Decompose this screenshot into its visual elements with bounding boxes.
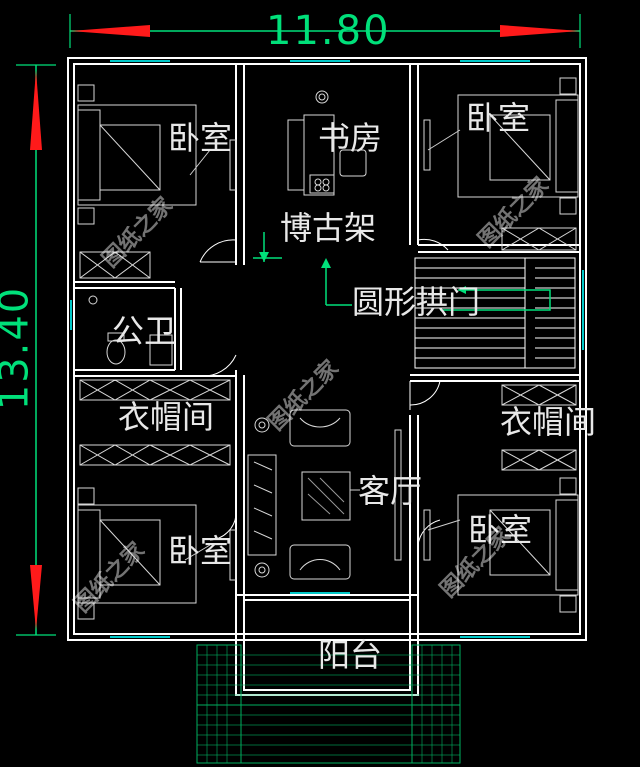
room-label-balcony: 阳台 [318, 636, 383, 674]
staircase [414, 257, 576, 369]
cloakroom-left-shelves [79, 379, 231, 466]
leader-lines [184, 129, 461, 561]
width-dimension-label: 11.80 [266, 8, 391, 54]
display-shelf-markers [253, 232, 352, 306]
cloakroom-right-shelves [501, 384, 577, 471]
bed-bottom-right [423, 477, 579, 613]
room-label-bedroom-top-right: 卧室 [466, 99, 531, 137]
wardrobe-top-left [79, 251, 151, 279]
dimension-horizontal [69, 14, 581, 48]
dimension-vertical [16, 64, 56, 636]
study-furniture [287, 90, 367, 196]
bed-top-left [77, 84, 237, 225]
arrow-right-icon [500, 25, 580, 37]
room-label-living-room: 客厅 [358, 472, 423, 510]
windows [70, 60, 584, 638]
room-label-display-shelf: 博古架 [280, 209, 377, 247]
bathroom-fixtures [88, 295, 173, 366]
living-room-furniture [247, 409, 402, 580]
room-label-bathroom: 公卫 [112, 312, 177, 350]
bed-bottom-left [77, 487, 237, 620]
room-label-cloakroom-right: 衣帽间 [500, 403, 597, 441]
balcony-railing [196, 644, 461, 764]
wardrobe-top-right [501, 227, 577, 251]
arrow-left-icon [70, 25, 150, 37]
arrow-down-icon [30, 565, 42, 630]
doors [199, 208, 449, 546]
room-label-bedroom-bottom-right: 卧室 [468, 511, 533, 549]
room-label-bedroom-top-left: 卧室 [168, 119, 233, 157]
room-label-bedroom-bottom-left: 卧室 [168, 532, 233, 570]
room-label-cloakroom-left: 衣帽间 [118, 398, 215, 436]
room-label-arch-door: 圆形拱门 [352, 283, 481, 321]
height-dimension-label: 13.40 [0, 285, 38, 411]
room-label-study: 书房 [318, 119, 383, 157]
arrow-up-icon [30, 70, 42, 150]
bed-top-right [423, 77, 579, 215]
